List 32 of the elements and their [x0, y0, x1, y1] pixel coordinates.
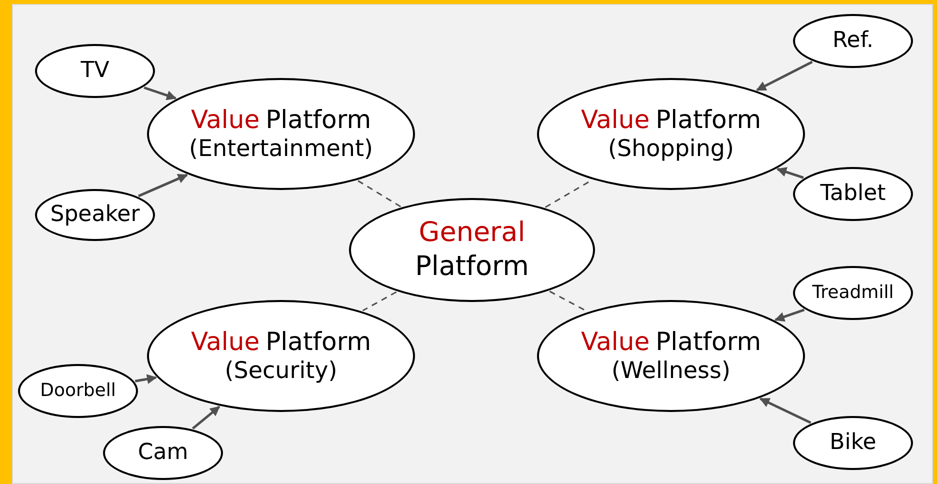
arrow — [138, 174, 188, 198]
platform-label: Platform — [266, 104, 372, 136]
dashed-connector — [358, 180, 402, 208]
platform-type-label: Value — [580, 326, 650, 358]
device-label: Ref. — [832, 27, 874, 55]
domain-label: (Entertainment) — [189, 135, 373, 164]
arrow — [774, 308, 805, 322]
arrow — [756, 60, 813, 92]
device-label: Tablet — [820, 180, 886, 208]
domain-label: (Wellness) — [612, 357, 730, 386]
platform-type-label: Value — [190, 104, 260, 136]
platform-label: Platform — [656, 104, 762, 136]
dashed-connector — [362, 291, 397, 312]
platform-type-label: General — [418, 216, 526, 250]
device-label: Speaker — [50, 201, 140, 229]
platform-label: Platform — [415, 250, 529, 284]
domain-label: (Shopping) — [608, 135, 734, 164]
device-label: Doorbell — [40, 380, 116, 402]
platform-label: Platform — [656, 326, 762, 358]
arrow — [144, 86, 177, 100]
domain-label: (Security) — [224, 357, 338, 386]
arrow — [192, 406, 220, 430]
platform-type-label: Value — [580, 104, 650, 136]
arrow — [759, 398, 812, 424]
device-label: Bike — [830, 429, 876, 457]
device-label: Treadmill — [812, 282, 894, 304]
arrow — [776, 167, 804, 179]
device-label: TV — [80, 57, 110, 85]
platform-label: Platform — [266, 326, 372, 358]
device-label: Cam — [138, 439, 188, 467]
arrow — [134, 374, 157, 384]
platform-type-label: Value — [190, 326, 260, 358]
